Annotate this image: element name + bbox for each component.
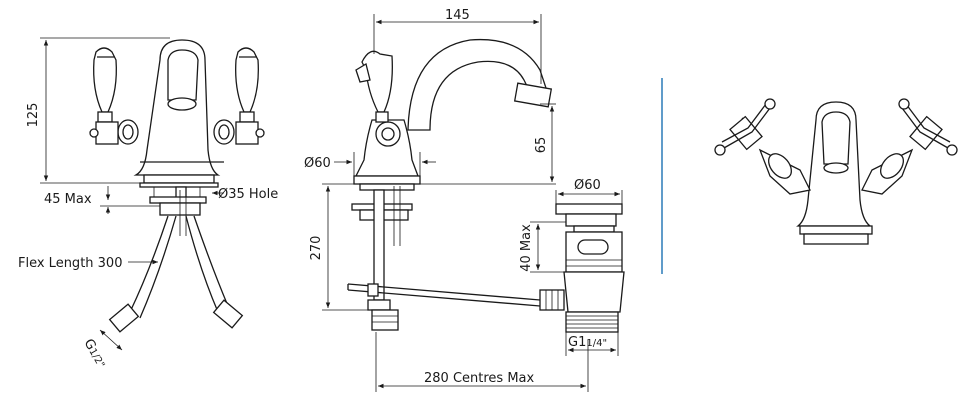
tap-body-side xyxy=(353,50,421,185)
popup-lever xyxy=(347,283,541,307)
dimension-dia60-left: Ø60 xyxy=(304,152,436,176)
label-g-quarter: G11/4" xyxy=(568,335,607,350)
label-65: 65 xyxy=(534,137,549,154)
side-view: 145 65 Ø60 270 280 Centre xyxy=(304,8,589,392)
left-crosshead xyxy=(714,98,811,195)
front-view: 125 45 Max Ø35 Hole Flex Length 300 G1/2… xyxy=(18,37,278,371)
dimension-145: 145 xyxy=(373,8,542,84)
tap-body-front xyxy=(133,39,224,188)
label-dia60-left: Ø60 xyxy=(304,156,331,171)
dimension-45-max: 45 Max xyxy=(44,186,160,214)
label-g-quarter-frac: 1/4" xyxy=(586,338,607,349)
left-lever-handle xyxy=(89,47,139,145)
dimension-65: 65 xyxy=(420,103,556,185)
dimension-hole: Ø35 Hole xyxy=(212,187,278,202)
right-lever-handle xyxy=(213,47,265,145)
label-45-max: 45 Max xyxy=(44,192,92,207)
crosshead-variant-view xyxy=(714,98,958,245)
dimension-g-quarter: G11/4" xyxy=(565,332,619,356)
popup-waste: Ø60 40 Max G11/4" xyxy=(519,178,625,356)
label-g-quarter-g: G1 xyxy=(568,335,586,350)
shank-side xyxy=(351,183,415,331)
right-crosshead xyxy=(861,98,958,195)
label-dia60-right: Ø60 xyxy=(574,178,601,193)
label-g-half-frac: 1/2" xyxy=(86,347,106,370)
spout xyxy=(407,38,553,131)
dimension-125: 125 xyxy=(26,37,170,184)
label-270: 270 xyxy=(309,236,324,261)
flex-hoses xyxy=(108,215,244,333)
dimension-270: 270 xyxy=(309,183,368,311)
label-125: 125 xyxy=(26,103,41,128)
label-145: 145 xyxy=(445,8,470,23)
label-280-centres: 280 Centres Max xyxy=(424,371,535,386)
dimension-flex-length: Flex Length 300 xyxy=(18,256,158,271)
label-g-half: G1/2" xyxy=(81,337,109,371)
dimension-g-half: G1/2" xyxy=(81,329,123,371)
dimension-40-max: 40 Max xyxy=(519,221,566,273)
dimension-280-centres: 280 Centres Max xyxy=(375,332,589,392)
label-40-max: 40 Max xyxy=(519,224,534,272)
label-flex-length: Flex Length 300 xyxy=(18,256,122,271)
shank-front xyxy=(149,186,207,236)
dimension-dia60-right: Ø60 xyxy=(555,178,623,204)
label-hole: Ø35 Hole xyxy=(218,187,278,202)
